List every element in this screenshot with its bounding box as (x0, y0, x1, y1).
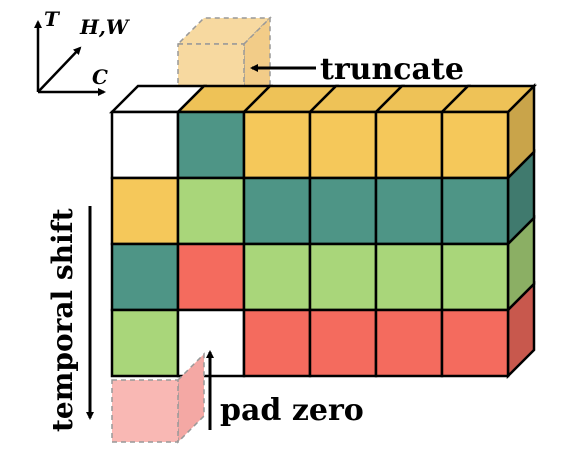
cube-front-r2-c5 (440, 242, 510, 312)
truncate-label: truncate (320, 52, 464, 87)
cube-front-r2-c4 (374, 242, 444, 312)
padded-cube (111, 352, 205, 444)
cube-front-r1-c5 (440, 176, 510, 246)
cube-front-r1-c2 (242, 176, 312, 246)
top-faces (108, 84, 538, 114)
cube-front-r2-c1 (176, 242, 246, 312)
hw-axis-label: H,W (79, 15, 131, 39)
cube-front-r2-c2 (242, 242, 312, 312)
cube-front-r0-c1 (176, 110, 246, 180)
truncate-annotation: truncate (250, 52, 464, 87)
cube-front-r3-c0 (110, 308, 180, 378)
cube-front-r0-c0 (110, 110, 180, 180)
front-grid (110, 110, 510, 378)
cube-front-r1-c1 (176, 176, 246, 246)
cube-front-r2-c0 (110, 242, 180, 312)
cube-front-r0-c5 (440, 110, 510, 180)
cube-front-r1-c4 (374, 176, 444, 246)
pad-zero-label: pad zero (220, 393, 364, 428)
cube-front-r1-c0 (110, 176, 180, 246)
cube-front-r0-c2 (242, 110, 312, 180)
axis-indicator: T H,W C (34, 7, 131, 96)
c-axis-label: C (92, 65, 108, 89)
cube-front-r0-c4 (374, 110, 444, 180)
cube-front-r1-c3 (308, 176, 378, 246)
hw-axis-arrow (37, 46, 82, 93)
cube-front-r3-c4 (374, 308, 444, 378)
cube-front-r0-c3 (308, 110, 378, 180)
padded-cube-front (111, 379, 179, 443)
cube-front-r3-c3 (308, 308, 378, 378)
pad-zero-annotation: pad zero (206, 350, 364, 430)
temporal-shift-annotation: temporal shift (46, 206, 94, 432)
cube-front-r3-c2 (242, 308, 312, 378)
temporal-shift-label: temporal shift (46, 208, 79, 432)
t-axis-label: T (44, 7, 61, 31)
cube-front-r2-c3 (308, 242, 378, 312)
cube-front-r3-c5 (440, 308, 510, 378)
right-side-faces (506, 82, 536, 380)
